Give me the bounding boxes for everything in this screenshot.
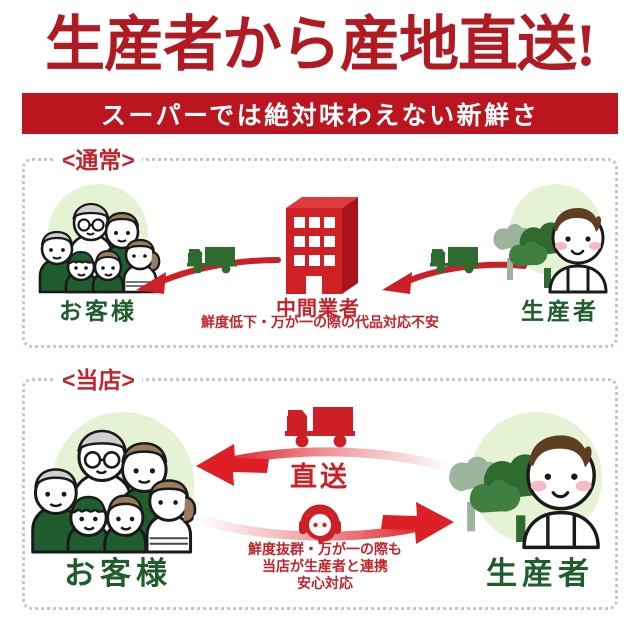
ours-caption-line-2: 当店が生産者と連携 <box>262 558 388 574</box>
bidirectional-arrows <box>190 440 460 550</box>
subtitle-banner: スーパーでは絶対味わえない新鮮さ <box>22 93 618 134</box>
panel-ours-label: <当店> <box>55 366 142 394</box>
subtitle-banner-text: スーパーでは絶対味わえない新鮮さ <box>100 101 540 130</box>
farmer-with-trees-icon <box>488 198 618 294</box>
office-building-icon <box>276 188 362 294</box>
ours-caption-line-1: 鮮度抜群・万が一の際も <box>248 541 402 557</box>
page-title: 生産者から産地直送! <box>45 12 596 78</box>
producer-label-normal: 生産者 <box>521 298 599 324</box>
family-group-icon-2 <box>30 420 197 554</box>
customer-label-ours: お客様 <box>64 556 172 591</box>
direct-shipping-label: 直送 <box>290 462 350 492</box>
ours-caption-line-3: 安心対応 <box>297 575 353 591</box>
ours-caption: 鮮度抜群・万が一の際も 当店が生産者と連携 安心対応 <box>215 541 435 592</box>
middleman-caption: 鮮度低下・万が一の際の代品対応不安 <box>201 314 439 330</box>
middleman-label: 中間業者 <box>276 298 360 320</box>
panel-normal-label: <通常> <box>55 146 142 174</box>
farmer-with-trees-icon-2 <box>442 422 614 550</box>
red-truck-icon <box>283 403 357 449</box>
customer-label-normal: お客様 <box>59 298 137 324</box>
producer-label-ours: 生産者 <box>486 556 594 591</box>
green-truck-icon <box>185 243 239 275</box>
green-truck-icon-2 <box>428 243 482 275</box>
headset-operator-icon <box>297 502 343 546</box>
